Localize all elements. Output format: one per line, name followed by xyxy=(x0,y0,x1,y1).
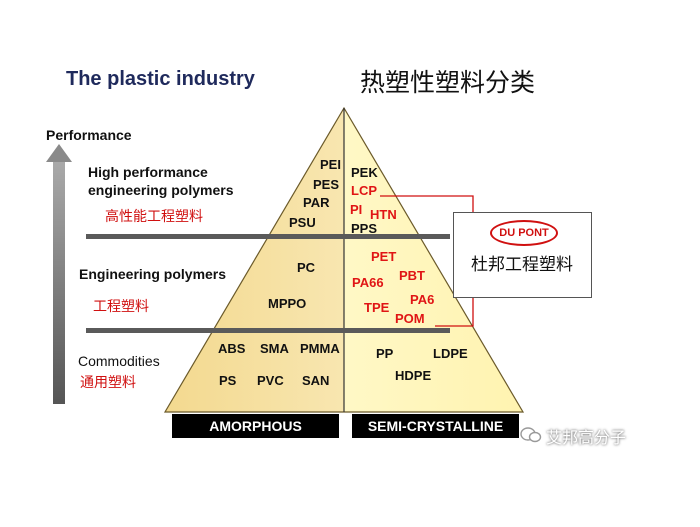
wechat-icon xyxy=(520,427,542,443)
polymer-pvc: PVC xyxy=(257,373,284,388)
polymer-pc: PC xyxy=(297,260,316,275)
polymer-ps: PS xyxy=(219,373,237,388)
polymer-pp: PP xyxy=(376,346,394,361)
dupont-connector-top xyxy=(380,195,474,212)
polymer-sma: SMA xyxy=(260,341,289,356)
title-cn: 热塑性塑料分类 xyxy=(360,68,536,97)
tier-divider-upper xyxy=(86,234,450,239)
polymer-pi: PI xyxy=(350,202,363,217)
polymer-mppo: MPPO xyxy=(268,296,307,311)
polymer-pmma: PMMA xyxy=(300,341,340,356)
semi-crystalline-bar xyxy=(352,414,519,438)
polymer-pei: PEI xyxy=(320,157,341,172)
polymer-pps: PPS xyxy=(351,221,378,236)
tier-engineering-label: Engineering polymers xyxy=(79,266,227,282)
tier-engineering-label-cn: 工程塑料 xyxy=(93,299,149,315)
polymer-psu: PSU xyxy=(289,215,316,230)
amorphous-label: AMORPHOUS xyxy=(209,418,302,434)
polymer-pa66: PA66 xyxy=(352,275,384,290)
polymer-pbt: PBT xyxy=(399,268,425,283)
dupont-connector-bottom xyxy=(435,296,474,327)
tier-high-label-line2: engineering polymers xyxy=(88,182,234,198)
polymer-htn: HTN xyxy=(370,207,397,222)
polymer-pa6: PA6 xyxy=(410,292,435,307)
polymer-par: PAR xyxy=(303,195,330,210)
axis-arrow-shaft xyxy=(53,160,65,404)
tier-high-label-line1: High performance xyxy=(88,164,208,180)
polymer-pom: POM xyxy=(395,311,425,326)
polymer-lcp: LCP xyxy=(351,183,377,198)
polymer-pek: PEK xyxy=(351,165,378,180)
title-en: The plastic industry xyxy=(66,68,255,90)
watermark: 艾邦高分子 xyxy=(546,428,627,447)
semi-crystalline-label: SEMI-CRYSTALLINE xyxy=(367,418,504,434)
amorphous-bar xyxy=(172,414,339,438)
dupont-label-cn: 杜邦工程塑料 xyxy=(471,255,573,275)
polymer-hdpe: HDPE xyxy=(395,368,432,383)
polymer-pet: PET xyxy=(371,249,397,264)
tier-commodities-label: Commodities xyxy=(78,353,160,369)
polymer-abs: ABS xyxy=(218,341,246,356)
polymer-tpe: TPE xyxy=(364,300,390,315)
axis-label: Performance xyxy=(46,127,132,143)
axis-arrow-head xyxy=(46,144,72,162)
polymer-pes: PES xyxy=(313,177,340,192)
dupont-logo: DU PONT xyxy=(490,220,558,246)
polymer-ldpe: LDPE xyxy=(433,346,468,361)
tier-divider-lower xyxy=(86,328,450,333)
tier-high-label-cn: 高性能工程塑料 xyxy=(105,209,203,225)
polymer-san: SAN xyxy=(302,373,330,388)
tier-commodities-label-cn: 通用塑料 xyxy=(80,375,136,391)
